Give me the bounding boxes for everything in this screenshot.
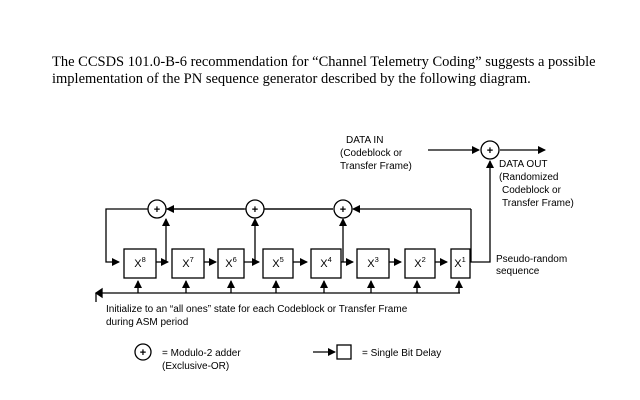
adder-3 (333, 199, 353, 219)
legend-adder-label: = Modulo-2 adder (Exclusive-OR) (162, 348, 241, 372)
register-x6 (217, 248, 245, 279)
register-x3 (356, 248, 390, 279)
adder-2-symbol: + (252, 204, 258, 216)
data-in-label: DATA IN (Codeblock or Transfer Frame) (340, 135, 412, 172)
register-x4 (310, 248, 342, 279)
svg-text:= Modulo-2 adder: = Modulo-2 adder (162, 348, 241, 359)
register-x5-label: X5 (272, 255, 284, 270)
pseudo-random-label: Pseudo-random sequence (496, 254, 567, 277)
register-x6-label: X6 (225, 255, 237, 270)
legend-delay-label: = Single Bit Delay (362, 348, 441, 359)
register-x8 (123, 248, 157, 279)
svg-text:(Randomized: (Randomized (499, 172, 558, 183)
svg-text:Initialize to an “all ones” st: Initialize to an “all ones” state for ea… (106, 304, 408, 315)
output-adder-symbol: + (487, 145, 493, 157)
adder-2 (245, 199, 265, 219)
register-x1-label: X1 (454, 255, 466, 270)
initialize-label: Initialize to an “all ones” state for ea… (106, 304, 408, 328)
register-x5 (262, 248, 294, 279)
svg-text:Transfer Frame): Transfer Frame) (502, 198, 574, 209)
adder-1 (147, 199, 167, 219)
register-x1 (450, 248, 471, 279)
svg-text:DATA OUT: DATA OUT (499, 159, 548, 170)
register-x3-label: X3 (367, 255, 379, 270)
register-x8-label: X8 (134, 255, 146, 270)
svg-text:Transfer Frame): Transfer Frame) (340, 161, 412, 172)
register-x2 (404, 248, 436, 279)
svg-text:during ASM period: during ASM period (106, 317, 188, 328)
legend-delay-box (336, 344, 352, 360)
register-x7 (171, 248, 205, 279)
svg-text:(Codeblock or: (Codeblock or (340, 148, 403, 159)
adder-1-symbol: + (154, 204, 160, 216)
data-out-label: DATA OUT (Randomized Codeblock or Transf… (499, 159, 574, 209)
svg-text:Codeblock or: Codeblock or (502, 185, 562, 196)
pseudo-random-line (470, 160, 494, 263)
svg-text:DATA IN: DATA IN (346, 135, 383, 146)
init-bus-arrows (134, 280, 463, 293)
svg-text:sequence: sequence (496, 266, 540, 277)
legend-adder-icon (134, 343, 152, 361)
svg-text:(Exclusive-OR): (Exclusive-OR) (162, 361, 229, 372)
register-x2-label: X2 (414, 255, 426, 270)
legend-adder-symbol: + (140, 347, 146, 359)
adder-3-symbol: + (340, 204, 346, 216)
svg-text:Pseudo-random: Pseudo-random (496, 254, 567, 265)
intro-paragraph: The CCSDS 101.0-B-6 recommendation for “… (52, 54, 596, 87)
output-adder (480, 140, 500, 160)
register-x4-label: X4 (320, 255, 332, 270)
register-x7-label: X7 (182, 255, 194, 270)
